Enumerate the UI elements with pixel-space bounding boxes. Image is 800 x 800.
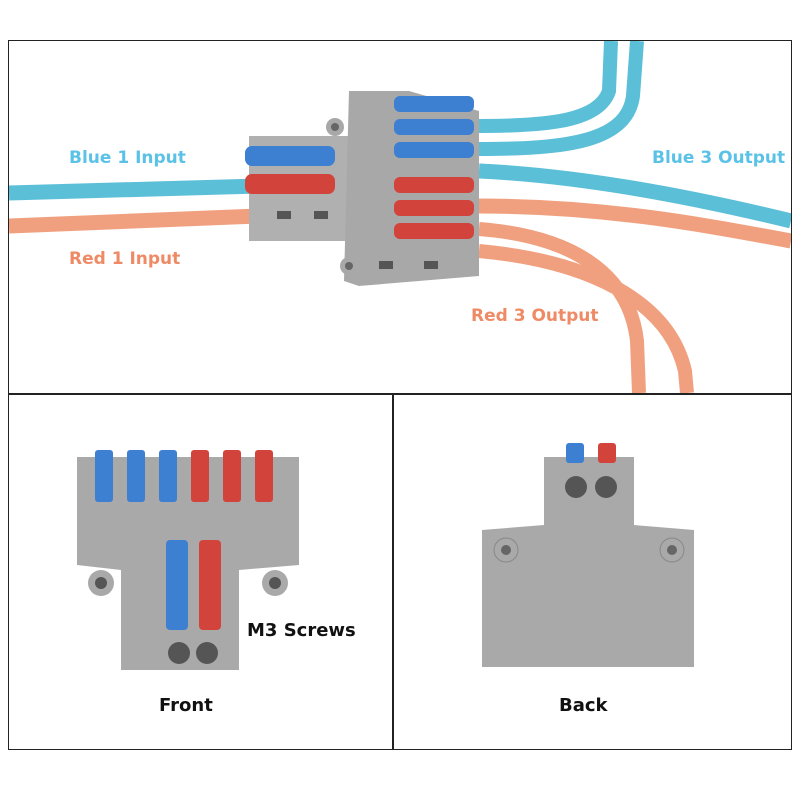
back-label: Back [559,695,608,716]
top-photo-panel: Blue 1 Input Red 1 Input Blue 3 Output R… [9,41,791,393]
m3-screws-label: M3 Screws [247,620,356,641]
connector-front-illustration [77,450,299,670]
back-photo-panel: Back [394,395,791,749]
connector-wired-illustration [9,41,791,393]
panel-divider-vertical [392,393,394,750]
front-label: Front [159,695,213,716]
blue-input-label: Blue 1 Input [69,148,186,168]
blue-output-label: Blue 3 Output [652,148,786,168]
front-photo-panel: M3 Screws Front [9,395,391,749]
connector-back-illustration [482,443,694,667]
red-output-label: Red 3 Output [471,306,599,326]
panel-divider-horizontal [8,393,792,395]
image-frame [8,40,792,750]
red-input-label: Red 1 Input [69,249,181,269]
